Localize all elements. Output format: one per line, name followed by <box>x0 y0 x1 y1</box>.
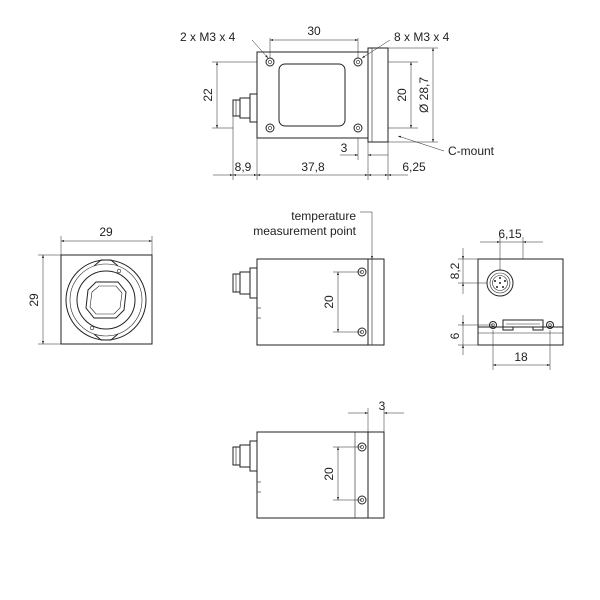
top-view-callout-mount: C-mount <box>448 144 495 158</box>
bottom-view-dim-offset: 3 <box>379 399 386 413</box>
rear-view-screw-right <box>546 321 554 329</box>
side-view-callout-temperature-line2: measurement point <box>253 224 356 238</box>
top-view-dim-offset: 3 <box>341 141 348 155</box>
front-view-dim-height: 29 <box>27 293 41 307</box>
rear-view-body <box>477 258 564 346</box>
top-view-hole-tr <box>353 57 363 67</box>
bottom-view-body <box>256 431 369 519</box>
top-view-window <box>278 63 346 127</box>
front-view: 29 29 <box>27 225 153 345</box>
top-view-hole-br <box>353 123 363 133</box>
top-view-hole-tl <box>265 57 275 67</box>
top-view-hole-bl <box>265 123 275 133</box>
top-view-dim-mount: 6,25 <box>402 160 426 174</box>
top-view-dim-height-left: 22 <box>201 88 215 102</box>
top-view-dim-width: 30 <box>307 24 321 38</box>
front-view-dim-width: 29 <box>99 225 113 239</box>
bottom-view-connector <box>232 440 258 472</box>
rear-view: 6,15 8,2 6 18 <box>448 227 564 370</box>
bottom-view-dim-holes: 20 <box>322 467 336 481</box>
top-view-callout-holes-left: 2 x M3 x 4 <box>180 30 236 44</box>
top-view-callout-holes-right: 8 x M3 x 4 <box>394 30 450 44</box>
top-view-dim-connector: 8,9 <box>235 160 252 174</box>
side-view-mount-flange <box>367 258 385 346</box>
rear-view-round-connector <box>486 269 514 297</box>
rear-view-dim-connector-offset: 6,15 <box>498 227 522 241</box>
top-view-connector <box>232 93 258 123</box>
side-view: temperature measurement point 20 <box>232 209 385 346</box>
front-view-body <box>60 254 153 345</box>
top-view-dim-diameter: Ø 28,7 <box>417 77 431 113</box>
side-view-dim-holes: 20 <box>322 295 336 309</box>
top-view-mount-flange <box>367 47 389 143</box>
side-view-connector <box>232 267 258 299</box>
bottom-view: 3 20 <box>232 399 404 519</box>
rear-view-dim-top: 8,2 <box>448 262 462 279</box>
top-view-body <box>256 51 369 139</box>
side-view-callout-temperature-line1: temperature <box>291 209 356 223</box>
top-view-dim-body: 37,8 <box>301 160 325 174</box>
top-view-dim-height-right: 20 <box>395 88 409 102</box>
front-view-mount-ring <box>65 259 147 341</box>
front-view-sensor <box>85 281 127 319</box>
bottom-view-mount-flange <box>367 431 385 519</box>
rear-view-usb-port <box>502 319 544 331</box>
top-view: 2 x M3 x 4 8 x M3 x 4 30 22 20 Ø 28,7 C-… <box>180 24 495 180</box>
bottom-view-plate <box>354 431 369 519</box>
rear-view-dim-width: 18 <box>514 350 528 364</box>
rear-view-dim-bottom: 6 <box>448 332 462 339</box>
